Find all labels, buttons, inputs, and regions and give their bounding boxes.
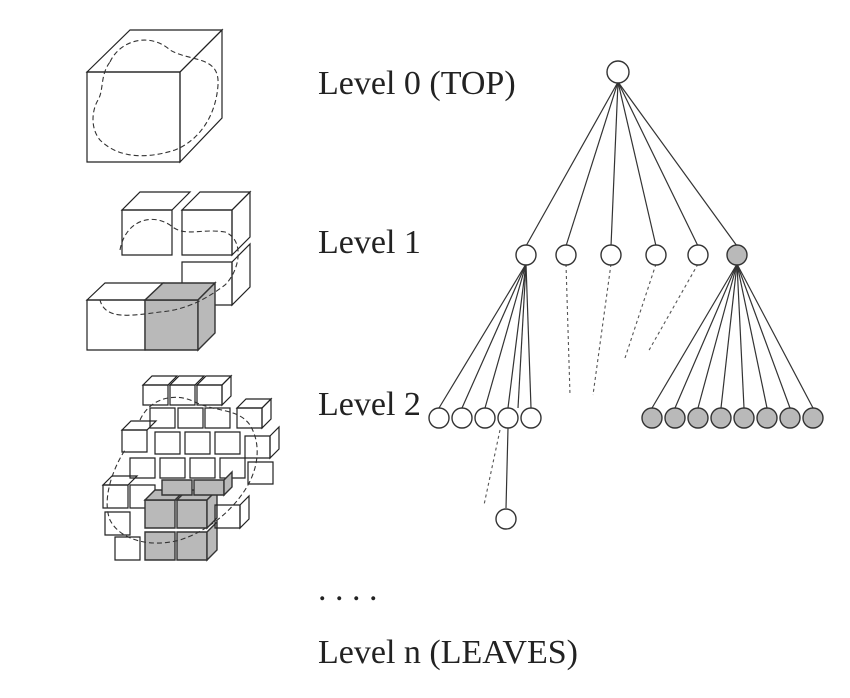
level2-node-shaded (710, 407, 732, 429)
level1-node (555, 244, 577, 266)
level2-node-shaded (779, 407, 801, 429)
root-node (606, 60, 630, 84)
leaf-node (495, 508, 517, 530)
tree-edges-level0-1 (525, 81, 738, 247)
level2-label: Level 2 (318, 386, 421, 423)
tree-edges-level1-2 (438, 263, 814, 409)
level2-cube (101, 374, 280, 562)
level1-node-shaded (726, 244, 748, 266)
level2-node (428, 407, 450, 429)
level0-cube (85, 28, 224, 164)
level1-node (515, 244, 537, 266)
level2-node-shaded (733, 407, 755, 429)
tree-edges-level2-n (483, 427, 509, 509)
level1-node (600, 244, 622, 266)
level2-node (520, 407, 542, 429)
level2-node-shaded (756, 407, 778, 429)
level2-node-shaded (664, 407, 686, 429)
level1-node (687, 244, 709, 266)
level-n-label: Level n (LEAVES) (318, 634, 578, 671)
level1-cube (85, 190, 252, 352)
level2-node (451, 407, 473, 429)
level0-label: Level 0 (TOP) (318, 65, 516, 102)
level2-node (497, 407, 519, 429)
level2-node-shaded (802, 407, 824, 429)
ellipsis: . . . . (318, 571, 378, 608)
level1-node (645, 244, 667, 266)
level2-node-shaded (687, 407, 709, 429)
level2-node-shaded (641, 407, 663, 429)
level1-label: Level 1 (318, 224, 421, 261)
level2-node (474, 407, 496, 429)
tree-nodes (428, 60, 824, 530)
